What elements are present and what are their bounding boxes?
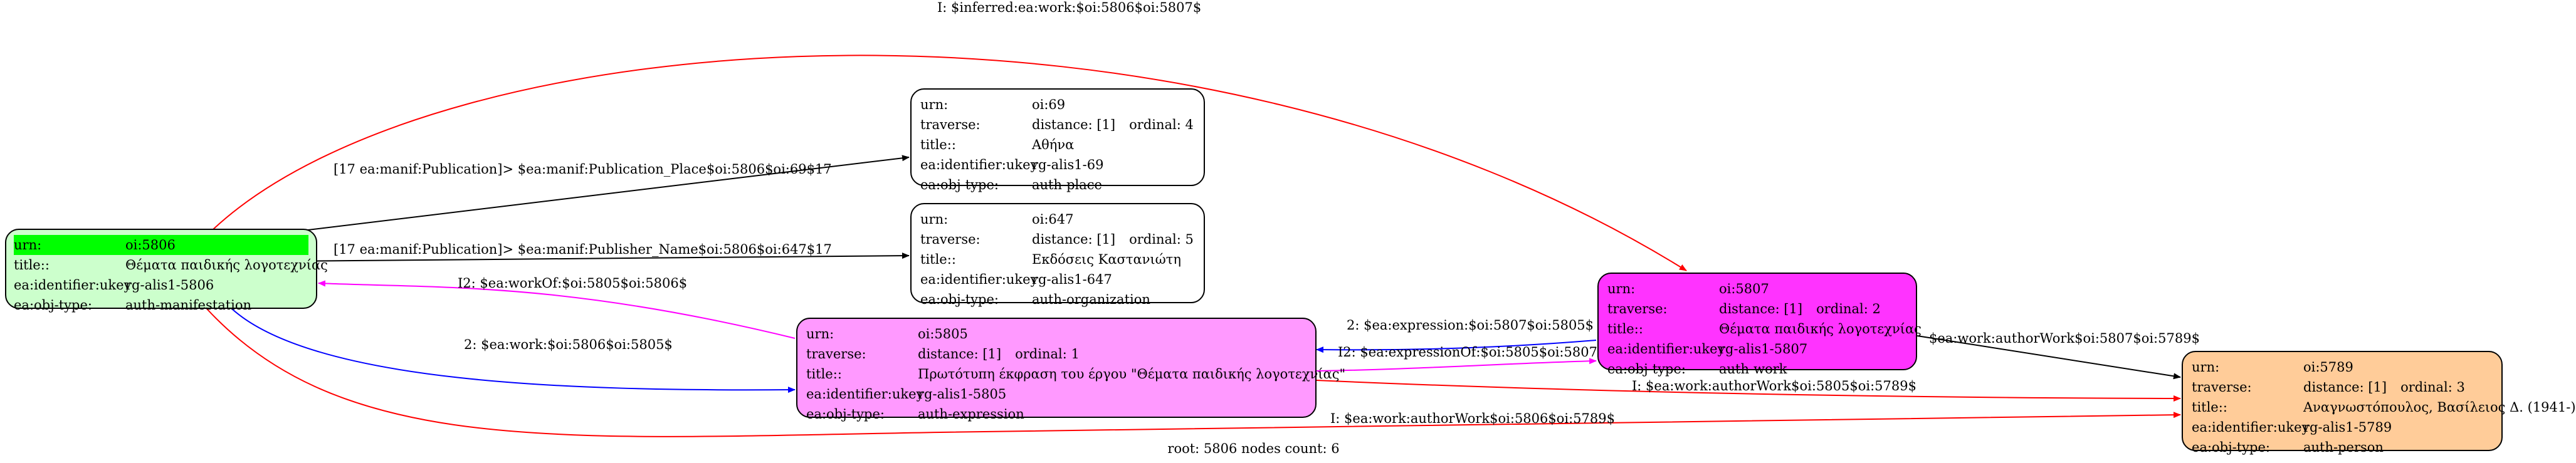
edge-author-work-5805: [1316, 380, 2181, 402]
node-expression-5805[interactable]: urn:oi:5805 traverse:distance: [1]ordina…: [796, 318, 1346, 422]
node-row-urn: urn:oi:69: [920, 97, 1066, 112]
edge-label-work: 2: $ea:work:$oi:5806$oi:5805$: [464, 337, 673, 352]
edge-label-author-work-5805: I: $ea:work:authorWork$oi:5805$oi:5789$: [1632, 378, 1916, 393]
node-row-title: title::Θέματα παιδικής λογοτεχνίας: [1607, 321, 1921, 336]
node-row-traverse: traverse:distance: [1]ordinal: 2: [1607, 301, 1881, 316]
edge-work-of: [318, 280, 796, 339]
node-place-69[interactable]: urn:oi:69 traverse:distance: [1]ordinal:…: [910, 88, 1205, 192]
edge-work: [231, 308, 796, 393]
node-work-5807[interactable]: urn:oi:5807 traverse:distance: [1]ordina…: [1597, 273, 1921, 377]
node-row-urn: urn:oi:5789: [2192, 360, 2353, 375]
node-row-title: title::Αθήνα: [920, 137, 1075, 152]
node-row-urn: urn:oi:5807: [1607, 281, 1769, 296]
node-row-obj-type: ea:obj-type:auth-expression: [806, 407, 1024, 422]
node-row-obj-type: ea:obj-type:auth-manifestation: [14, 298, 252, 313]
node-row-traverse: traverse:distance: [1]ordinal: 3: [2192, 380, 2465, 395]
edge-label-author-work-5807: $ea:work:authorWork$oi:5807$oi:5789$: [1929, 331, 2200, 346]
graph-canvas: [206, 55, 2181, 437]
node-row-obj-type: ea:obj-type:auth-place: [920, 177, 1102, 192]
edge-label-author-work-5806: I: $ea:work:authorWork$oi:5806$oi:5789$: [1330, 411, 1615, 426]
node-row-urn: urn:oi:5805: [806, 326, 968, 341]
edge-publisher-name: [214, 252, 910, 263]
node-row-urn: urn:oi:647: [920, 212, 1074, 227]
edge-label-work-of: I2: $ea:workOf:$oi:5805$oi:5806$: [458, 276, 688, 291]
node-row-title: title::Αναγνωστόπουλος, Βασίλειος Δ. (19…: [2192, 400, 2576, 415]
node-row-title: title::Θέματα παιδικής λογοτεχνίας: [14, 258, 328, 273]
node-organization-647[interactable]: urn:oi:647 traverse:distance: [1]ordinal…: [910, 203, 1205, 307]
edge-label-expression-of: I2: $ea:expressionOf:$oi:5805$oi:5807$: [1338, 345, 1606, 360]
node-row-obj-type: ea:obj-type:auth-person: [2192, 440, 2384, 455]
graph-footer: root: 5806 nodes count: 6: [1167, 441, 1340, 456]
node-person-5789[interactable]: urn:oi:5789 traverse:distance: [1]ordina…: [2182, 351, 2576, 455]
edge-expression: [1316, 340, 1597, 353]
node-row-obj-type: ea:obj-type:auth-work: [1607, 362, 1787, 377]
edge-expression-of: [1316, 358, 1597, 372]
node-row-title: title::Πρωτότυπη έκφραση του έργου "Θέμα…: [806, 367, 1346, 382]
node-row-traverse: traverse:distance: [1]ordinal: 4: [920, 117, 1194, 132]
node-row-obj-type: ea:obj-type:auth-organization: [920, 292, 1150, 307]
edge-label-publisher-name: [17 ea:manif:Publication]> $ea:manif:Pub…: [334, 242, 832, 257]
edge-inferred-work: [213, 55, 1687, 271]
node-manifestation-5806[interactable]: urn:oi:5806 title::Θέματα παιδικής λογοτ…: [5, 229, 328, 313]
node-row-title: title::Εκδόσεις Καστανιώτη: [920, 252, 1181, 267]
edge-author-work-5807: [1916, 335, 2181, 380]
node-row-traverse: traverse:distance: [1]ordinal: 1: [806, 346, 1080, 362]
edge-label-publication-place: [17 ea:manif:Publication]> $ea:manif:Pub…: [334, 162, 832, 177]
edge-label-inferred-work: I: $inferred:ea:work:$oi:5806$oi:5807$: [937, 0, 1202, 15]
edge-author-work-5806: [206, 308, 2181, 437]
edge-publication-place: [214, 155, 910, 242]
node-row-traverse: traverse:distance: [1]ordinal: 5: [920, 232, 1194, 247]
edge-label-expression: 2: $ea:expression:$oi:5807$oi:5805$: [1347, 318, 1594, 333]
node-row-urn: urn:oi:5806: [14, 235, 308, 255]
